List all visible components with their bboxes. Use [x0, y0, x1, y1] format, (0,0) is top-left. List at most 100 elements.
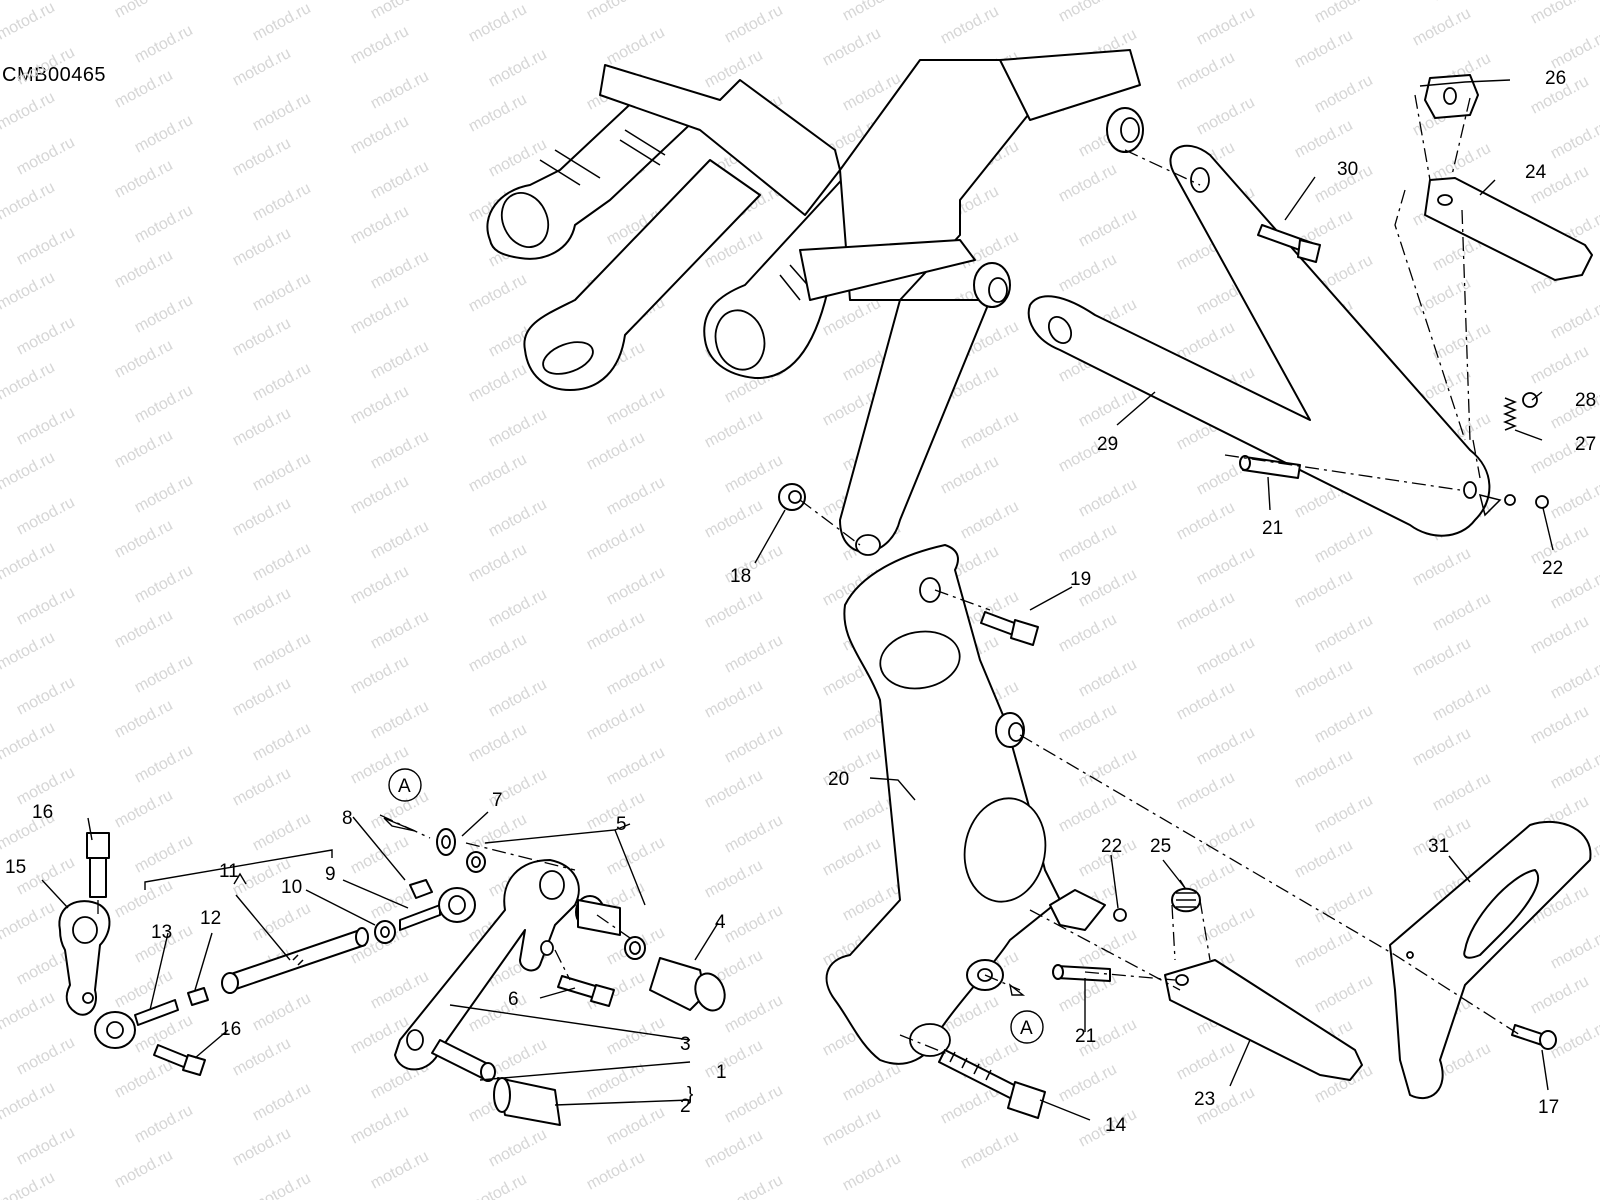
watermark-text: motod.ru — [368, 518, 432, 563]
watermark-text: motod.ru — [230, 585, 294, 630]
passenger-footpeg — [1424, 177, 1593, 281]
watermark-text: motod.ru — [1076, 746, 1140, 791]
watermark-text: motod.ru — [348, 473, 412, 518]
watermark-text: motod.ru — [0, 629, 58, 674]
footpeg-rubber — [1424, 74, 1479, 119]
watermark-text: motod.ru — [722, 992, 786, 1037]
watermark-text: motod.ru — [348, 293, 412, 338]
watermark-text: motod.ru — [230, 225, 294, 270]
watermark-text: motod.ru — [1194, 724, 1258, 769]
watermark-text: motod.ru — [722, 1082, 786, 1127]
watermark-text: motod.ru — [1548, 28, 1600, 73]
watermark-text: motod.ru — [958, 408, 1022, 453]
watermark-text: motod.ru — [1292, 837, 1356, 882]
watermark-text: motod.ru — [250, 0, 314, 45]
watermark-text: motod.ru — [1076, 476, 1140, 521]
watermark-text: motod.ru — [466, 451, 530, 496]
watermark-text: motod.ru — [702, 677, 766, 722]
watermark-text: motod.ru — [486, 496, 550, 541]
watermark-text: motod.ru — [112, 787, 176, 832]
watermark-text: motod.ru — [0, 899, 58, 944]
watermark-text: motod.ru — [584, 429, 648, 474]
watermark-text: motod.ru — [722, 2, 786, 47]
watermark-text: motod.ru — [0, 269, 58, 314]
watermark-text: motod.ru — [1528, 973, 1592, 1018]
callout-19: 19 — [1070, 569, 1091, 590]
watermark-text: motod.ru — [132, 22, 196, 67]
passenger-footpeg-bracket — [1027, 144, 1516, 537]
watermark-text: motod.ru — [0, 89, 58, 134]
watermark-text: motod.ru — [1194, 544, 1258, 589]
callout-16: 16 — [32, 802, 53, 823]
watermark-text: motod.ru — [348, 833, 412, 878]
watermark-text: motod.ru — [958, 1128, 1022, 1173]
watermark-text: motod.ru — [348, 563, 412, 608]
watermark-text: motod.ru — [1548, 478, 1600, 523]
watermark-text: motod.ru — [1312, 0, 1376, 27]
watermark-text: motod.ru — [1430, 590, 1494, 635]
watermark-text: motod.ru — [702, 0, 766, 2]
leader-lines — [41, 79, 1554, 1121]
watermark-text: motod.ru — [584, 519, 648, 564]
watermark-text: motod.ru — [348, 383, 412, 428]
callout-23: 23 — [1194, 1089, 1215, 1110]
watermark-text: motod.ru — [368, 0, 432, 23]
watermark-text: motod.ru — [1292, 657, 1356, 702]
watermark-text: motod.ru — [702, 1037, 766, 1082]
watermark-text: motod.ru — [0, 179, 58, 224]
watermark-text: motod.ru — [14, 314, 78, 359]
detent-spring — [1502, 392, 1538, 431]
watermark-text: motod.ru — [1056, 701, 1120, 746]
watermark-text: motod.ru — [1174, 319, 1238, 364]
watermark-text: motod.ru — [466, 271, 530, 316]
watermark-text: motod.ru — [112, 67, 176, 112]
watermark-text: motod.ru — [1292, 27, 1356, 72]
watermark-text: motod.ru — [1410, 5, 1474, 50]
watermark-text: motod.ru — [1174, 499, 1238, 544]
watermark-text: motod.ru — [132, 112, 196, 157]
watermark-text: motod.ru — [1430, 140, 1494, 185]
watermark-text: motod.ru — [702, 857, 766, 902]
watermark-text: motod.ru — [1174, 769, 1238, 814]
watermark-text: motod.ru — [0, 0, 58, 44]
watermark-text: motod.ru — [230, 675, 294, 720]
watermark-text: motod.ru — [1174, 679, 1238, 724]
gear-lever-assembly — [58, 828, 726, 1126]
rider-footpeg — [1164, 959, 1363, 1081]
watermark-text: motod.ru — [1076, 206, 1140, 251]
watermark-text: motod.ru — [466, 541, 530, 586]
watermark-text: motod.ru — [14, 1124, 78, 1169]
watermark-text: motod.ru — [584, 609, 648, 654]
watermark-text: motod.ru — [1174, 49, 1238, 94]
watermark-text: motod.ru — [722, 902, 786, 947]
watermark-text: motod.ru — [1430, 770, 1494, 815]
watermark-text: motod.ru — [1548, 658, 1600, 703]
watermark-text: motod.ru — [132, 292, 196, 337]
watermark-text: motod.ru — [132, 472, 196, 517]
watermark-text: motod.ru — [250, 540, 314, 585]
watermark-text: motod.ru — [112, 607, 176, 652]
watermark-text: motod.ru — [368, 608, 432, 653]
watermark-text: motod.ru — [486, 0, 550, 1]
watermark-text: motod.ru — [368, 698, 432, 743]
watermark-text: motod.ru — [466, 1171, 530, 1200]
watermark-text: motod.ru — [466, 1, 530, 46]
watermark-text: motod.ru — [1292, 117, 1356, 162]
watermark-text: motod.ru — [958, 0, 1022, 3]
watermark-text: motod.ru — [368, 158, 432, 203]
watermark-text: motod.ru — [1056, 1061, 1120, 1106]
watermark-text: motod.ru — [230, 315, 294, 360]
watermark-text: motod.ru — [132, 742, 196, 787]
watermark-text: motod.ru — [112, 1147, 176, 1192]
watermark-text: motod.ru — [348, 653, 412, 698]
watermark-text: motod.ru — [1430, 0, 1494, 5]
watermark-text: motod.ru — [132, 562, 196, 607]
watermark-text: motod.ru — [840, 1060, 904, 1105]
watermark-text: motod.ru — [604, 564, 668, 609]
callouts: A A } 1 2 3 4 5 6 7 8 9 10 11 12 13 14 1… — [5, 68, 1596, 1136]
watermark-text: motod.ru — [1528, 613, 1592, 658]
watermark-text: motod.ru — [250, 360, 314, 405]
watermark-text: motod.ru — [1410, 725, 1474, 770]
watermark-text: motod.ru — [250, 90, 314, 135]
watermark-text: motod.ru — [230, 45, 294, 90]
